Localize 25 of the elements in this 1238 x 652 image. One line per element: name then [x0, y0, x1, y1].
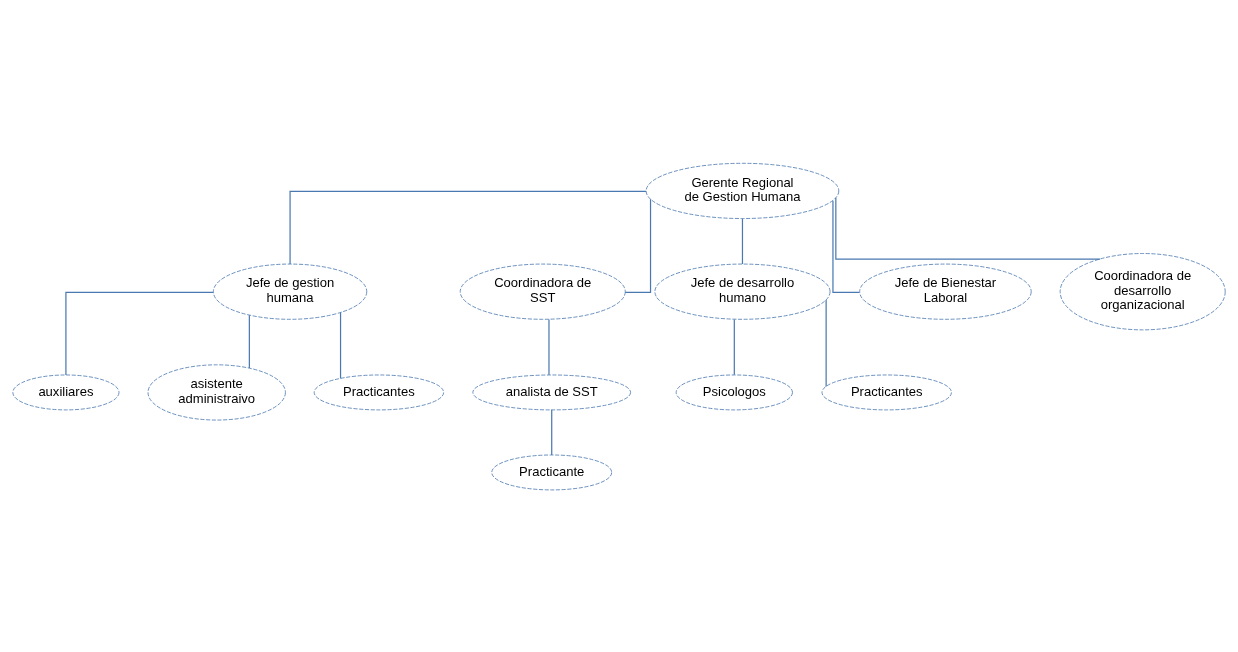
node-ellipse: Jefe de gestion humana	[212, 263, 368, 320]
node-ellipse: Coordinadora de desarrollo organizacional	[1059, 252, 1226, 330]
connector	[289, 190, 647, 265]
connector	[825, 298, 827, 387]
node-ellipse: Practicantes	[313, 374, 445, 410]
node-ellipse: Jefe de Bienestar Laboral	[859, 263, 1032, 320]
node-ellipse: analista de SST	[472, 374, 631, 410]
node-ellipse: Jefe de desarrollo humano	[654, 263, 831, 320]
node-ellipse: asistente administraivo	[147, 363, 286, 420]
connector	[248, 314, 250, 369]
connector	[551, 408, 553, 456]
connector	[65, 291, 214, 376]
node-ellipse: Psicologos	[675, 374, 793, 410]
node-ellipse: Gerente Regional de Gestion Humana	[645, 162, 840, 219]
connector	[741, 217, 744, 265]
connector	[624, 198, 652, 293]
node-ellipse: Coordinadora de SST	[459, 263, 626, 320]
connector	[835, 196, 1101, 260]
connector	[339, 311, 342, 379]
node-ellipse: Practicante	[491, 454, 613, 490]
connector	[548, 318, 550, 375]
connector	[733, 318, 735, 375]
connector	[832, 199, 860, 293]
node-ellipse: Practicantes	[821, 374, 952, 410]
node-ellipse: auxiliares	[12, 374, 120, 410]
